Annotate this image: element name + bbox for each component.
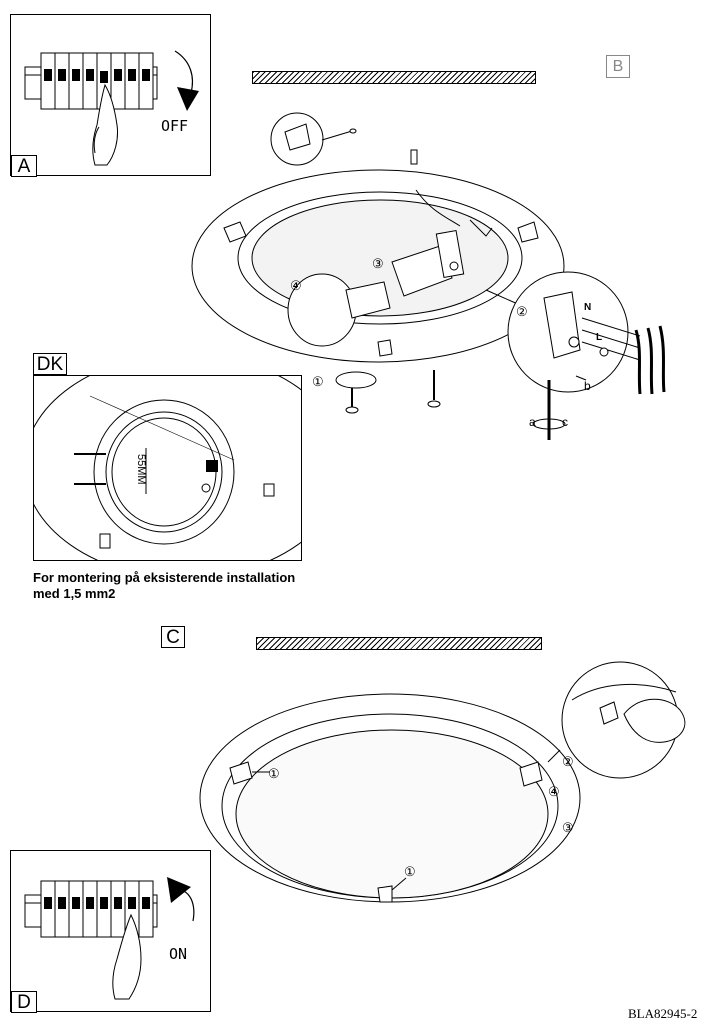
panel-c-label: C: [161, 626, 185, 648]
panel-d: ON D: [10, 850, 211, 1013]
mounting-base-top-view: 55MM: [34, 376, 301, 560]
step-1-marker-c-left: ①: [268, 766, 280, 781]
on-label: ON: [169, 945, 188, 963]
installation-note-line1: For montering på eksisterende installati…: [33, 570, 296, 585]
step-3-marker: ③: [372, 256, 384, 271]
panel-dk-label: DK: [33, 353, 67, 375]
panel-b-label: B: [606, 55, 630, 78]
lamp-glass-fitting-illustration: ① ② ④ ③ ①: [199, 661, 686, 903]
tool-label-c: c: [562, 415, 568, 429]
panel-a-label: A: [11, 155, 37, 177]
step-4-marker: ④: [290, 278, 302, 293]
breaker-switch-icon: [24, 50, 199, 166]
panel-b-hatch-bar: [252, 71, 536, 84]
wire-label-l: L: [596, 332, 602, 343]
ceiling-lamp-installation-illustration: ① ② ③ ④ N L a b c: [191, 112, 666, 440]
tool-label-b: b: [584, 379, 591, 393]
dimension-55mm: 55MM: [135, 454, 147, 485]
panel-d-label: D: [11, 991, 37, 1013]
panel-a: OFF A: [10, 14, 211, 177]
step-2-marker-c: ②: [562, 754, 574, 769]
tool-label-a: a: [529, 415, 536, 429]
off-label: OFF: [161, 117, 189, 135]
panel-dk: 55MM: [33, 375, 302, 561]
installation-note-line2: med 1,5 mm2: [33, 586, 116, 601]
panel-c-hatch-bar: [256, 637, 542, 650]
step-1-marker: ①: [312, 374, 324, 389]
step-2-marker: ②: [516, 304, 528, 319]
step-3-marker-c: ③: [562, 820, 574, 835]
breaker-switch-icon: [24, 877, 195, 1000]
wire-label-n: N: [584, 302, 591, 313]
document-code: BLA82945-2: [628, 1006, 698, 1021]
step-1-marker-c-bottom: ①: [404, 864, 416, 879]
installation-note: For montering på eksisterende installati…: [33, 570, 333, 602]
step-4-marker-c: ④: [548, 784, 560, 799]
